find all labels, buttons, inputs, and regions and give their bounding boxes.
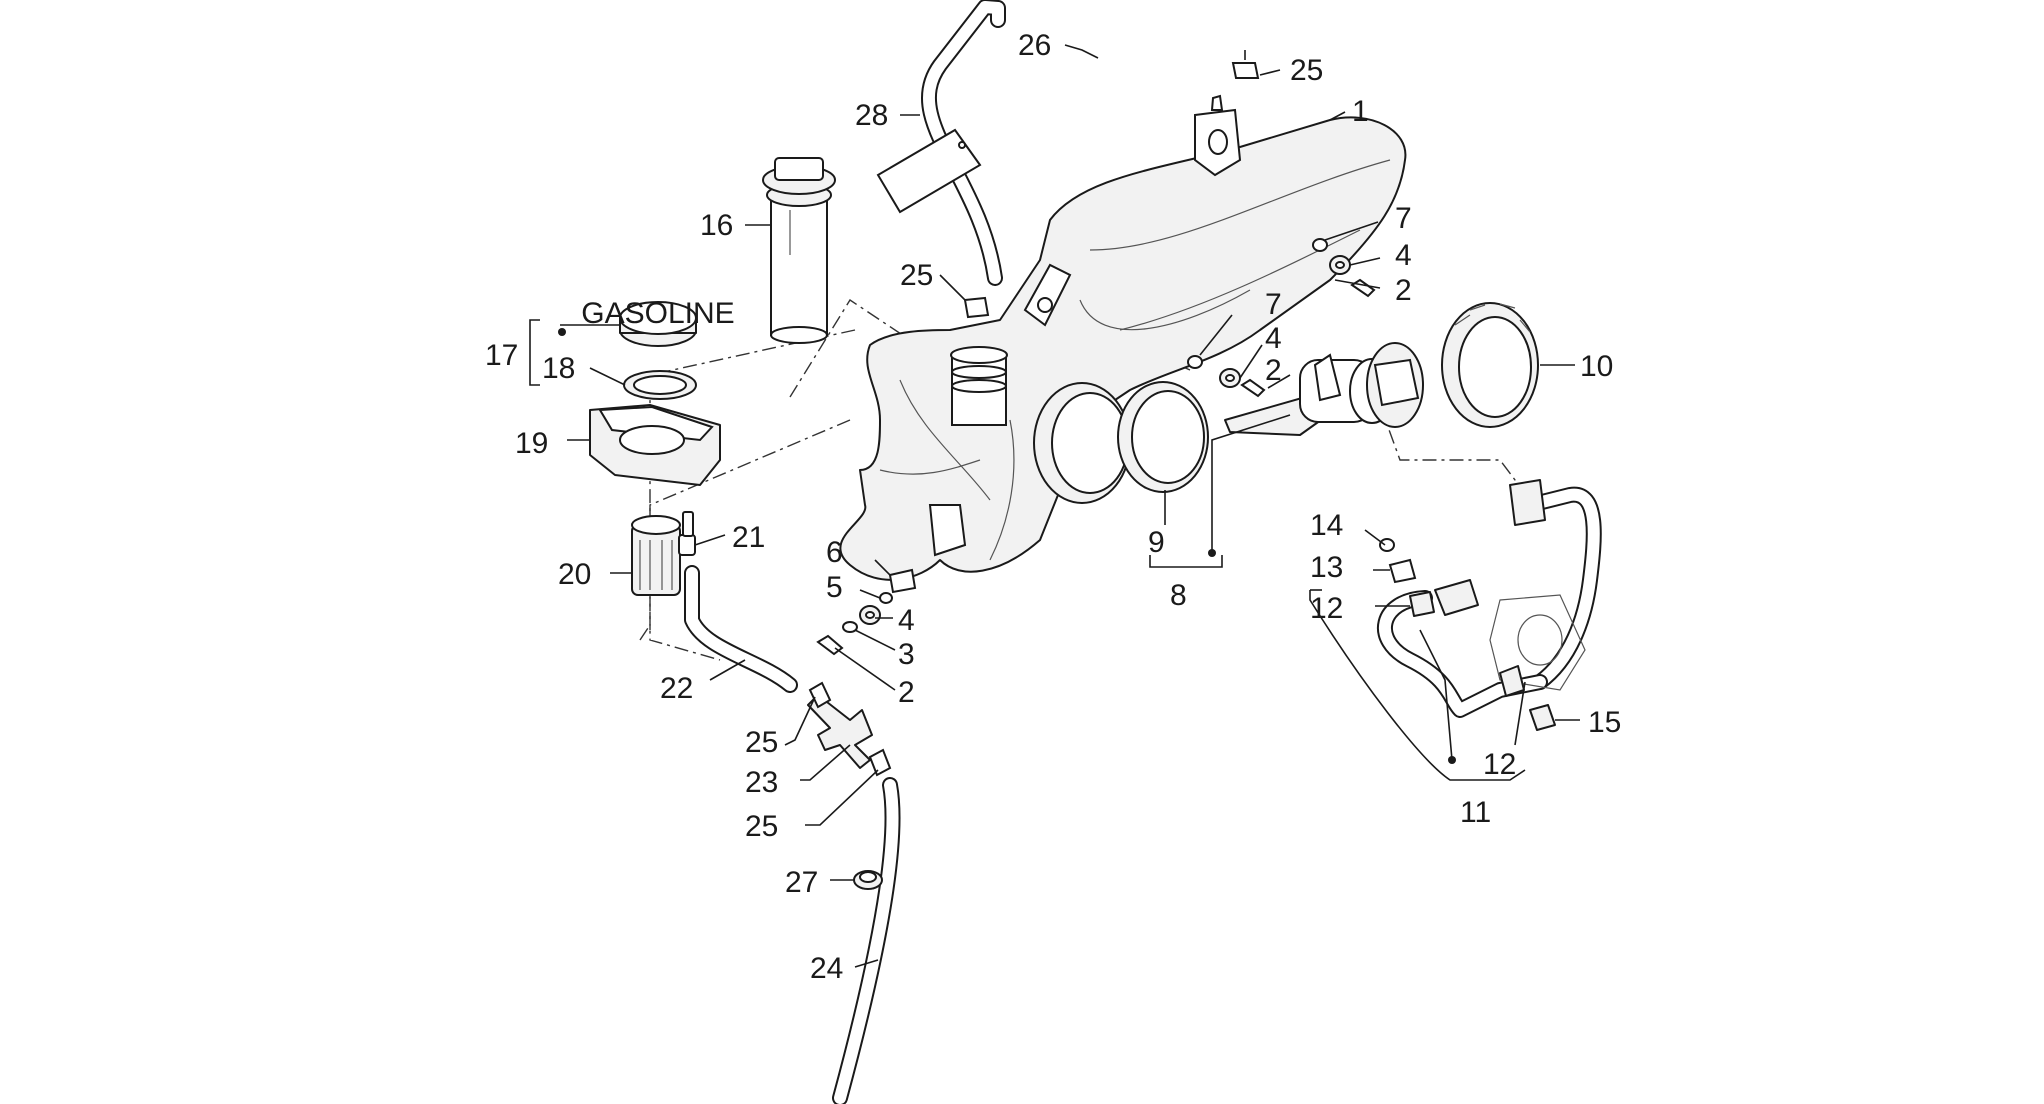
callout-23: 23: [745, 766, 778, 799]
callout-4-middle: 4: [1265, 322, 1282, 355]
callout-4-upper: 4: [1395, 239, 1412, 272]
spacer-7-upper: [1312, 238, 1328, 252]
callout-labels: 1 7 4 2 7 4 2 10 25 26 28 25 16 17 18 19…: [485, 29, 1621, 985]
callout-8: 8: [1170, 579, 1187, 612]
callout-2-upper: 2: [1395, 274, 1412, 307]
callout-18: 18: [542, 352, 575, 385]
fuel-pipe-assembly: [1376, 479, 1602, 718]
screw-14: [1379, 538, 1395, 552]
quick-coupling: [1434, 579, 1479, 616]
washer-4-upper: [1329, 255, 1351, 275]
callout-25-top: 25: [1290, 54, 1323, 87]
callout-15: 15: [1588, 706, 1621, 739]
callout-25-vent: 25: [900, 259, 933, 292]
callout-2-lower: 2: [898, 676, 915, 709]
label-plate: [876, 128, 982, 214]
callout-26: 26: [1018, 29, 1051, 62]
callout-1: 1: [1352, 95, 1369, 128]
callout-22: 22: [660, 672, 693, 705]
fuel-pump-assembly: [1224, 342, 1424, 436]
callout-5: 5: [826, 571, 843, 604]
callout-16: 16: [700, 209, 733, 242]
callout-6: 6: [826, 536, 843, 569]
clip-13: [1388, 558, 1417, 584]
fuel-level-sensor: [762, 157, 836, 344]
callout-24: 24: [810, 952, 843, 985]
bracket-6: [888, 568, 917, 594]
clamp-25-vent-top: [1231, 62, 1260, 79]
washer-4-lower: [859, 605, 881, 625]
callout-21: 21: [732, 521, 765, 554]
spacer-3: [842, 621, 858, 633]
drain-connector: [678, 511, 696, 556]
lock-ring: [1441, 302, 1539, 428]
drain-hose-24: [832, 777, 901, 1104]
cap-15: [1529, 704, 1556, 731]
clamp-27: [853, 870, 883, 890]
fuel-tank: [839, 94, 1407, 581]
washer-4-middle: [1219, 368, 1241, 388]
callout-10: 10: [1580, 350, 1613, 383]
vent-hose-26: [921, 0, 1006, 286]
clamp-25-lower: [868, 748, 892, 777]
tee-fitting: [807, 694, 873, 769]
callout-2-middle: 2: [1265, 354, 1282, 387]
pump-seal-ring-large: [1033, 382, 1131, 504]
callout-25-tee-upper: 25: [745, 726, 778, 759]
callout-11: 11: [1460, 796, 1491, 829]
callout-7-upper: 7: [1395, 202, 1412, 235]
callout-17: 17: [485, 339, 518, 372]
callout-9: 9: [1148, 526, 1165, 559]
callout-12-upper: 12: [1310, 592, 1343, 625]
callout-27: 27: [785, 866, 818, 899]
nut-5: [879, 592, 893, 604]
pipe-clamp-12-upper: [1409, 591, 1435, 617]
filler-basin: [589, 404, 721, 486]
callout-25-tee-lower: 25: [745, 810, 778, 843]
screw-2-middle: [1240, 378, 1266, 398]
callout-14: 14: [1310, 509, 1343, 542]
callout-7-middle: 7: [1265, 288, 1282, 321]
callout-28: 28: [855, 99, 888, 132]
callout-dots: [558, 328, 1456, 764]
leader-lines: [529, 44, 1580, 968]
clamp-25-vent-bottom: [963, 296, 990, 319]
pump-seal-ring-9: [1117, 381, 1209, 493]
callout-4-lower: 4: [898, 604, 915, 637]
filler-gasket: [623, 370, 697, 400]
callout-12-lower: 12: [1483, 748, 1516, 781]
screw-2-upper: [1350, 278, 1376, 298]
callout-19: 19: [515, 427, 548, 460]
callout-13: 13: [1310, 551, 1343, 584]
spacer-7-middle: [1187, 355, 1203, 369]
drain-hose-22: [684, 565, 798, 693]
callout-3: 3: [898, 638, 915, 671]
drain-filter: [631, 515, 681, 596]
callout-20: 20: [558, 558, 591, 591]
fuel-cap: GASOLINE: [581, 297, 735, 347]
clamp-25-upper: [808, 681, 832, 709]
